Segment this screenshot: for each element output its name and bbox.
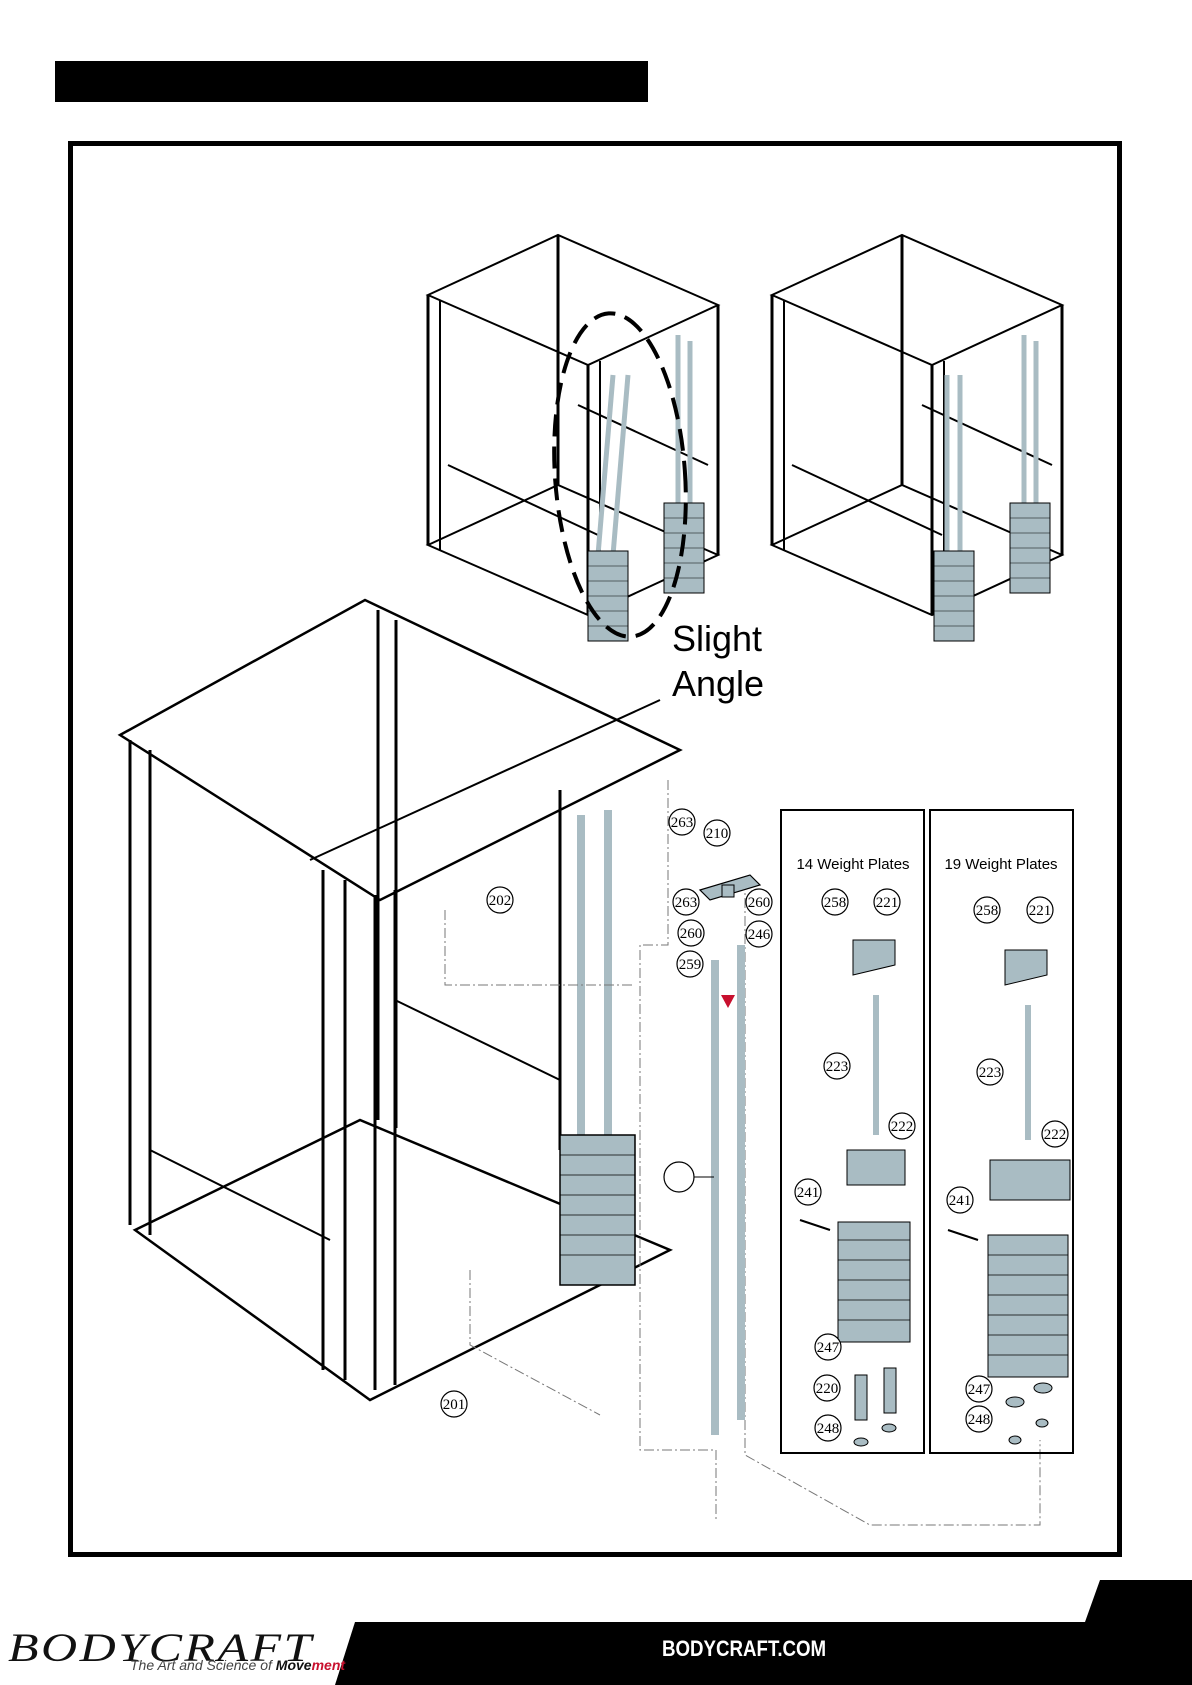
panel-14-title: 14 Weight Plates: [796, 856, 909, 873]
svg-text:263: 263: [675, 895, 698, 911]
svg-text:222: 222: [891, 1119, 914, 1135]
svg-text:221: 221: [876, 895, 899, 911]
svg-text:260: 260: [680, 926, 703, 942]
svg-text:241: 241: [797, 1185, 820, 1201]
callout-left-247: 247: [815, 1334, 841, 1360]
callout-201: 201: [441, 1391, 467, 1417]
svg-text:223: 223: [826, 1059, 849, 1075]
callout-left-241: 241: [795, 1179, 821, 1205]
angle-label-1: Slight: [672, 618, 762, 659]
angle-label-2: Angle: [672, 663, 764, 704]
svg-text:258: 258: [824, 895, 847, 911]
callout-263-top: 263: [669, 809, 695, 835]
callout-right-258: 258: [974, 897, 1000, 923]
callout-left-221: 221: [874, 889, 900, 915]
svg-text:247: 247: [968, 1382, 991, 1398]
website-link[interactable]: BODYCRAFT.COM: [662, 1636, 826, 1662]
svg-text:221: 221: [1029, 903, 1052, 919]
callout-210: 210: [704, 820, 730, 846]
callout-right-222: 222: [1042, 1121, 1068, 1147]
panel-19-title: 19 Weight Plates: [944, 856, 1057, 873]
svg-text:258: 258: [976, 903, 999, 919]
svg-text:223: 223: [979, 1065, 1002, 1081]
callout-260-left: 260: [678, 920, 704, 946]
svg-text:210: 210: [706, 826, 729, 842]
blank-callout: [664, 1162, 694, 1192]
svg-text:248: 248: [817, 1421, 840, 1437]
callout-260-right: 260: [746, 889, 772, 915]
svg-text:259: 259: [679, 957, 702, 973]
callout-202: 202: [487, 887, 513, 913]
callout-left-220: 220: [814, 1375, 840, 1401]
svg-text:222: 222: [1044, 1127, 1067, 1143]
brand-tagline: The Art and Science of Movement: [130, 1657, 345, 1673]
callout-263: 263: [673, 889, 699, 915]
callout-246: 246: [746, 921, 772, 947]
svg-text:202: 202: [489, 893, 512, 909]
callout-left-222: 222: [889, 1113, 915, 1139]
svg-text:201: 201: [443, 1397, 466, 1413]
main-weight-stack: [560, 1135, 635, 1285]
callout-259: 259: [677, 951, 703, 977]
callout-left-258: 258: [822, 889, 848, 915]
callout-left-223: 223: [824, 1053, 850, 1079]
svg-text:220: 220: [816, 1381, 839, 1397]
callout-right-241: 241: [947, 1187, 973, 1213]
rack-view-straight: [772, 235, 1062, 641]
svg-text:246: 246: [748, 927, 771, 943]
callout-right-247: 247: [966, 1376, 992, 1402]
footer-band: [335, 1580, 1192, 1685]
callout-right-221: 221: [1027, 897, 1053, 923]
svg-text:241: 241: [949, 1193, 972, 1209]
callout-right-223: 223: [977, 1059, 1003, 1085]
svg-text:260: 260: [748, 895, 771, 911]
callout-left-248: 248: [815, 1415, 841, 1441]
svg-text:248: 248: [968, 1412, 991, 1428]
callout-right-248: 248: [966, 1406, 992, 1432]
direction-arrow-icon: [721, 995, 735, 1008]
svg-text:247: 247: [817, 1340, 840, 1356]
svg-text:263: 263: [671, 815, 694, 831]
